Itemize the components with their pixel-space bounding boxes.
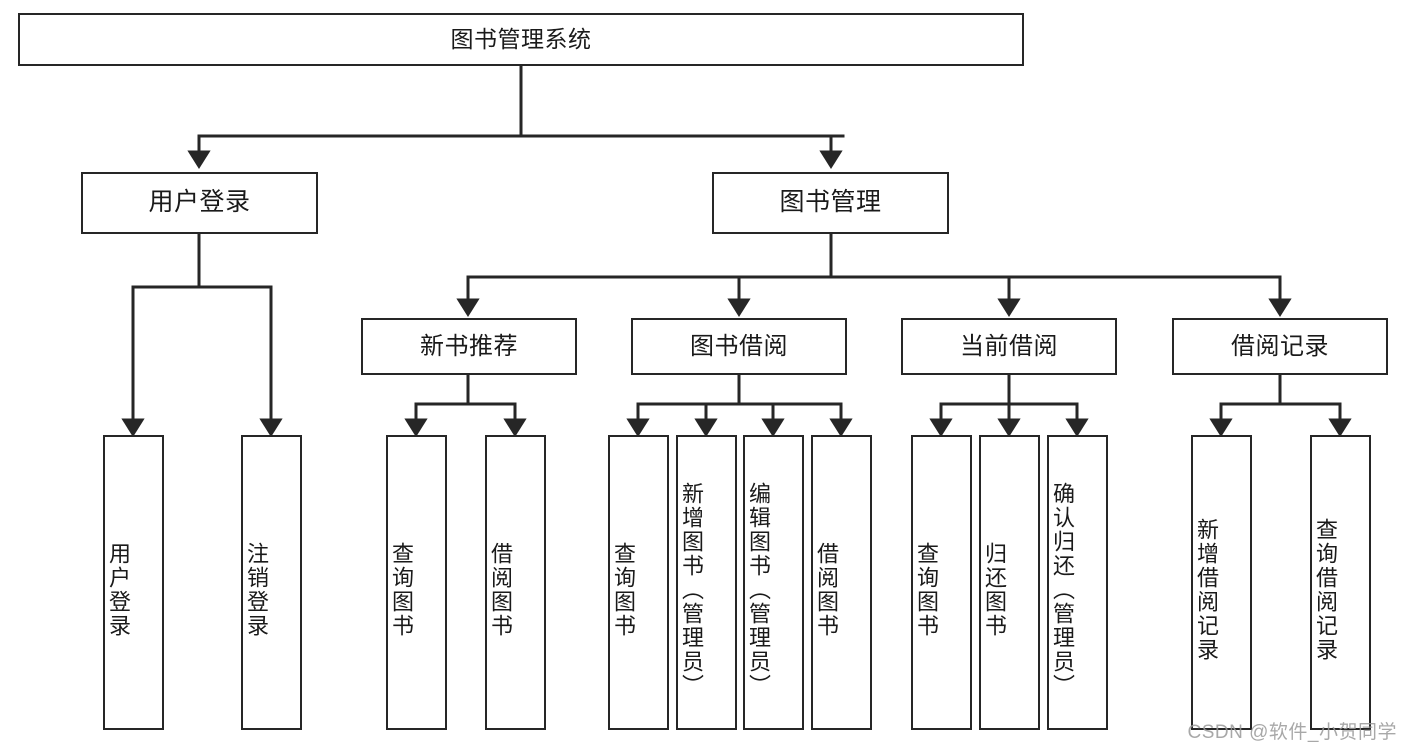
leaf-query-book-borrow[interactable]: 查询图书 bbox=[608, 435, 669, 730]
node-label: 当前借阅 bbox=[960, 332, 1058, 360]
node-label: 查询借阅记录 bbox=[1312, 517, 1338, 662]
watermark: CSDN @软件_小贺同学 bbox=[1187, 722, 1397, 743]
node-label: 借阅图书 bbox=[487, 541, 513, 638]
node-label: 查询图书 bbox=[913, 541, 939, 638]
leaf-user-login[interactable]: 用户登录 bbox=[103, 435, 164, 730]
node-label: 图书管理 bbox=[779, 188, 882, 217]
node-label: 编辑图书（管理员） bbox=[745, 481, 771, 698]
node-label: 图书借阅 bbox=[690, 332, 788, 360]
leaf-add-book-admin[interactable]: 新增图书（管理员） bbox=[676, 435, 737, 730]
node-root-book-management-system[interactable]: 图书管理系统 bbox=[18, 13, 1024, 66]
node-user-login[interactable]: 用户登录 bbox=[81, 172, 318, 234]
node-borrow-record[interactable]: 借阅记录 bbox=[1172, 318, 1388, 375]
leaf-borrow-book[interactable]: 借阅图书 bbox=[811, 435, 872, 730]
node-label: 确认归还（管理员） bbox=[1049, 481, 1075, 698]
node-label: 借阅记录 bbox=[1231, 332, 1329, 360]
node-new-book-recommend[interactable]: 新书推荐 bbox=[361, 318, 577, 375]
node-label: 借阅图书 bbox=[813, 541, 839, 638]
node-label: 用户登录 bbox=[105, 541, 131, 638]
leaf-edit-book-admin[interactable]: 编辑图书（管理员） bbox=[743, 435, 804, 730]
node-current-borrow[interactable]: 当前借阅 bbox=[901, 318, 1117, 375]
leaf-logout[interactable]: 注销登录 bbox=[241, 435, 302, 730]
leaf-add-borrow-record[interactable]: 新增借阅记录 bbox=[1191, 435, 1252, 730]
node-label: 图书管理系统 bbox=[450, 26, 592, 53]
leaf-query-book-recommend[interactable]: 查询图书 bbox=[386, 435, 447, 730]
node-label: 新增图书（管理员） bbox=[678, 481, 704, 698]
node-book-borrow[interactable]: 图书借阅 bbox=[631, 318, 847, 375]
node-label: 注销登录 bbox=[243, 541, 269, 638]
node-label: 查询图书 bbox=[388, 541, 414, 638]
leaf-return-book[interactable]: 归还图书 bbox=[979, 435, 1040, 730]
node-label: 查询图书 bbox=[610, 541, 636, 638]
node-label: 新增借阅记录 bbox=[1193, 517, 1219, 662]
node-label: 新书推荐 bbox=[420, 332, 518, 360]
node-label: 用户登录 bbox=[148, 188, 251, 217]
leaf-query-borrow-record[interactable]: 查询借阅记录 bbox=[1310, 435, 1371, 730]
leaf-query-book-current[interactable]: 查询图书 bbox=[911, 435, 972, 730]
leaf-borrow-book-recommend[interactable]: 借阅图书 bbox=[485, 435, 546, 730]
leaf-confirm-return-admin[interactable]: 确认归还（管理员） bbox=[1047, 435, 1108, 730]
node-book-management[interactable]: 图书管理 bbox=[712, 172, 949, 234]
node-label: 归还图书 bbox=[981, 541, 1007, 638]
